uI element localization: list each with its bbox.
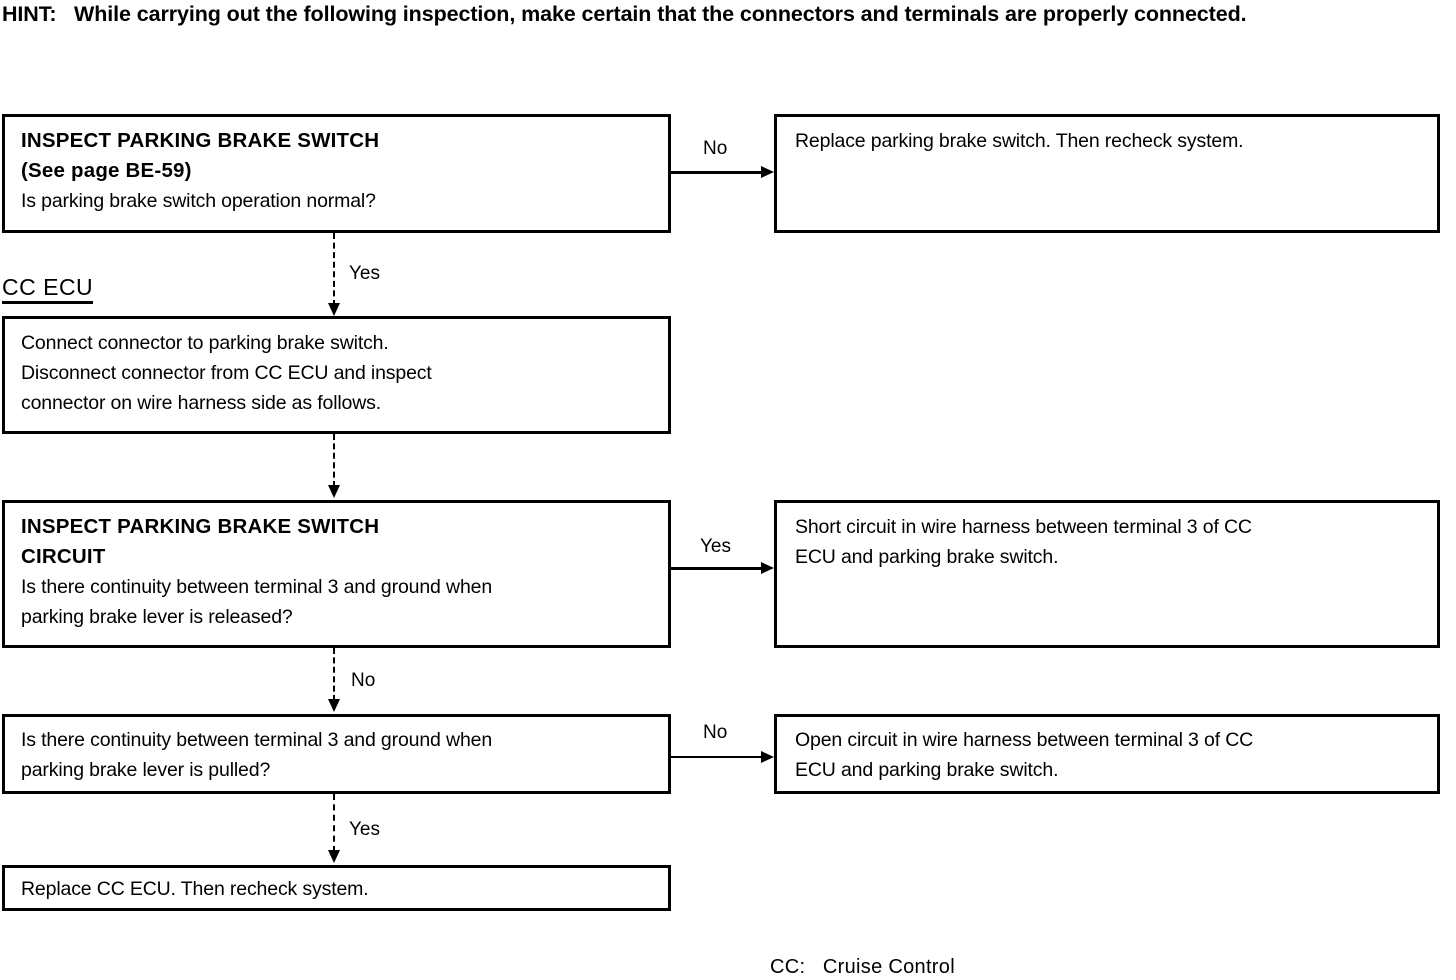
- box-open-circuit-line2: ECU and parking brake switch.: [795, 759, 1059, 781]
- box-short-circuit: Short circuit in wire harness between te…: [774, 500, 1440, 648]
- box-continuity-pulled-line2: parking brake lever is pulled?: [21, 759, 271, 781]
- box-continuity-pulled-line1: Is there continuity between terminal 3 a…: [21, 729, 493, 751]
- box-inspect-circuit-title-line1: INSPECT PARKING BRAKE SWITCH: [21, 515, 380, 538]
- connector-no-3-line: [671, 756, 763, 758]
- connector-yes-1-line: [333, 233, 335, 306]
- box-inspect-parking-brake-switch-circuit: INSPECT PARKING BRAKE SWITCH CIRCUIT Is …: [2, 500, 671, 648]
- box-continuity-lever-pulled: Is there continuity between terminal 3 a…: [2, 714, 671, 794]
- edge-label-no-2: No: [351, 670, 376, 691]
- box-connect-connector-line2: Disconnect connector from CC ECU and ins…: [21, 362, 432, 384]
- edge-label-yes-3: Yes: [349, 819, 380, 840]
- edge-label-yes-1: Yes: [349, 263, 380, 284]
- connector-yes-2-line: [671, 567, 763, 570]
- hint-text: HINT: While carrying out the following i…: [2, 2, 1247, 26]
- box-inspect-circuit-question-line2: parking brake lever is released?: [21, 606, 293, 628]
- edge-label-no-3: No: [703, 722, 728, 743]
- box-replace-parking-brake-switch: Replace parking brake switch. Then reche…: [774, 114, 1440, 233]
- connector-yes-3-arrowhead: [328, 850, 340, 863]
- edge-label-yes-2: Yes: [700, 536, 731, 557]
- box-open-circuit-line1: Open circuit in wire harness between ter…: [795, 729, 1254, 751]
- box-open-circuit: Open circuit in wire harness between ter…: [774, 714, 1440, 794]
- box-inspect-parking-brake-switch: INSPECT PARKING BRAKE SWITCH (See page B…: [2, 114, 671, 233]
- footnote-cc-legend: CC: Cruise Control: [770, 956, 955, 978]
- connector-unlabeled-line: [333, 434, 335, 487]
- section-label-cc-ecu: CC ECU: [2, 274, 94, 304]
- box-connect-connector-line3: connector on wire harness side as follow…: [21, 392, 382, 414]
- box-inspect-circuit-question-line1: Is there continuity between terminal 3 a…: [21, 576, 493, 598]
- connector-unlabeled-arrowhead: [328, 485, 340, 498]
- connector-no-2-arrowhead: [328, 699, 340, 712]
- box-inspect-circuit-title-line2: CIRCUIT: [21, 545, 106, 568]
- connector-yes-1-arrowhead: [328, 303, 340, 316]
- box-short-circuit-line1: Short circuit in wire harness between te…: [795, 516, 1252, 538]
- box-connect-connector: Connect connector to parking brake switc…: [2, 316, 671, 434]
- connector-no-2-line: [333, 648, 335, 701]
- connector-no-1-line: [671, 171, 763, 174]
- box-replace-cc-ecu: Replace CC ECU. Then recheck system.: [2, 865, 671, 911]
- box-connect-connector-line1: Connect connector to parking brake switc…: [21, 332, 389, 354]
- box-inspect-switch-title-line2: (See page BE-59): [21, 159, 192, 182]
- edge-label-no-1: No: [703, 138, 728, 159]
- connector-yes-3-line: [333, 794, 335, 852]
- connector-no-3-arrowhead: [761, 751, 774, 763]
- box-short-circuit-line2: ECU and parking brake switch.: [795, 546, 1059, 568]
- box-replace-cc-ecu-text: Replace CC ECU. Then recheck system.: [21, 878, 369, 900]
- connector-no-1-arrowhead: [761, 166, 774, 178]
- box-replace-switch-text: Replace parking brake switch. Then reche…: [795, 130, 1244, 152]
- box-inspect-switch-question: Is parking brake switch operation normal…: [21, 190, 376, 212]
- box-inspect-switch-title-line1: INSPECT PARKING BRAKE SWITCH: [21, 129, 380, 152]
- connector-yes-2-arrowhead: [761, 562, 774, 574]
